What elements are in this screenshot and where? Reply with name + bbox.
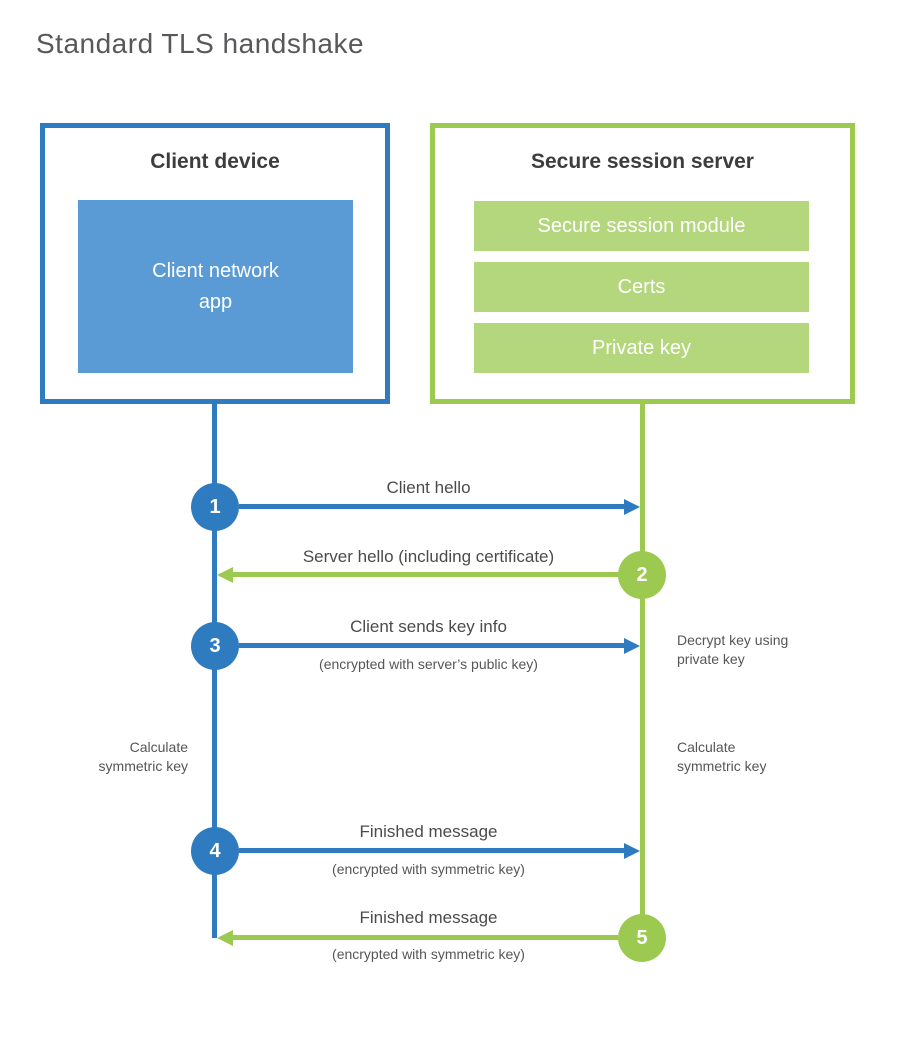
message-label-server-hello: Server hello (including certificate) [302,547,555,566]
arrow-finished-client [239,848,624,853]
message-label-key-info: Client sends key info [350,617,507,636]
client-device-title: Client device [150,150,280,173]
message-sublabel-key-info: (encrypted with server’s public key) [319,656,538,672]
client-device-box: Client device Client network app [40,123,390,404]
server-module-private-key: Private key [474,323,809,373]
arrowhead-right-icon [624,499,640,515]
annotation-line: private key [677,651,745,667]
client-lifeline [212,404,217,938]
server-module-certs: Certs [474,262,809,312]
arrow-server-hello [233,572,618,577]
arrowhead-left-icon [217,567,233,583]
annotation-server-decrypt-key: Decrypt key using private key [677,631,827,669]
annotation-line: Calculate [677,739,736,755]
arrow-key-info [239,643,624,648]
annotation-line: symmetric key [677,758,767,774]
annotation-client-calculate-symmetric-key: Calculate symmetric key [58,738,188,776]
server-module-secure-session: Secure session module [474,201,809,251]
message-label-finished-server: Finished message [359,908,498,927]
message-label-client-hello: Client hello [386,478,471,497]
annotation-line: Calculate [129,739,188,755]
step-circle-3: 3 [191,622,239,670]
step-circle-1: 1 [191,483,239,531]
client-app-label-line1: Client network [152,259,279,282]
annotation-server-calculate-symmetric-key: Calculate symmetric key [677,738,827,776]
step-circle-5: 5 [618,914,666,962]
server-title: Secure session server [531,150,754,173]
annotation-line: symmetric key [98,758,188,774]
message-label-finished-client: Finished message [359,822,498,841]
arrow-client-hello [239,504,624,509]
annotation-line: Decrypt key using [677,632,789,648]
message-sublabel-finished-client: (encrypted with symmetric key) [332,861,525,877]
diagram-title: Standard TLS handshake [36,28,365,59]
message-sublabel-finished-server: (encrypted with symmetric key) [332,946,525,962]
step-circle-2: 2 [618,551,666,599]
server-lifeline [640,404,645,938]
client-app-label-line2: app [198,290,233,313]
arrow-finished-server [233,935,618,940]
arrowhead-right-icon [624,843,640,859]
arrowhead-left-icon [217,930,233,946]
secure-session-server-box: Secure session server Secure session mod… [430,123,855,404]
arrowhead-right-icon [624,638,640,654]
client-network-app-box: Client network app [78,200,353,373]
step-circle-4: 4 [191,827,239,875]
